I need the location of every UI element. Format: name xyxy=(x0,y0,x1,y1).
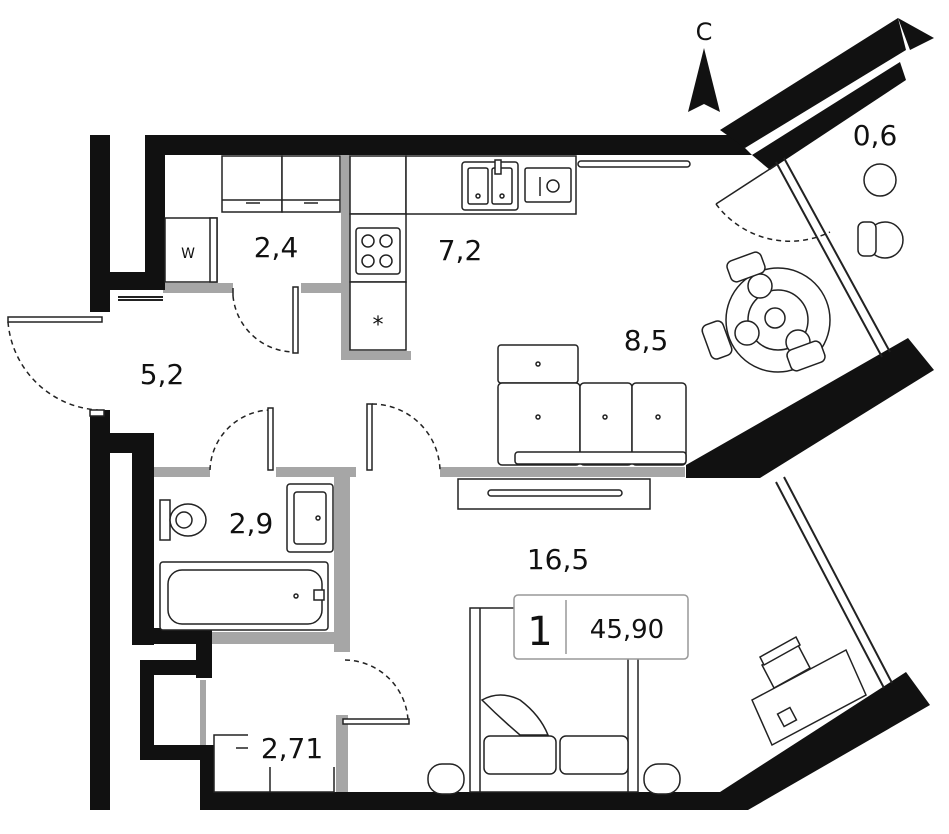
living-area: 8,5 xyxy=(624,324,669,357)
washer-label: W xyxy=(181,246,195,262)
fridge-label: * xyxy=(373,313,384,338)
exterior-walls xyxy=(90,18,934,810)
bathroom-area: 2,9 xyxy=(229,507,274,540)
storage-area: 2,71 xyxy=(261,732,323,765)
kitchen-area: 7,2 xyxy=(438,234,483,267)
room-count: 1 xyxy=(527,609,552,655)
summary-badge: 1 45,90 xyxy=(513,594,689,660)
doors xyxy=(7,164,831,725)
storage-label-backdrop xyxy=(248,733,336,767)
north-label: С xyxy=(696,18,713,46)
hall-area: 5,2 xyxy=(140,358,185,391)
compass: С xyxy=(688,18,720,112)
north-arrow-icon xyxy=(688,48,720,112)
balcony-area: 0,6 xyxy=(853,119,898,152)
wardrobe-area: 2,4 xyxy=(254,231,299,264)
room-area: 16,5 xyxy=(527,543,589,576)
total-area: 45,90 xyxy=(590,615,664,645)
windows xyxy=(118,157,893,689)
